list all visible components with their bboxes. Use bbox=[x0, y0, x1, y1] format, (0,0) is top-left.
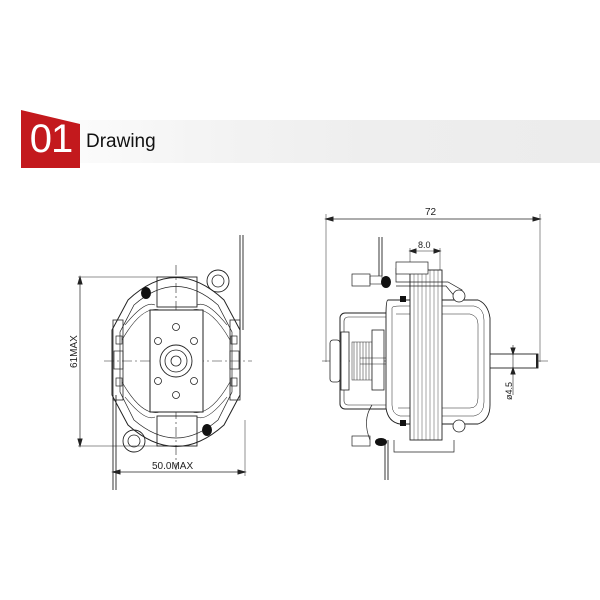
side-view: 72 8.0 ø4.5 bbox=[322, 207, 548, 480]
front-view: 61MAX 50.0MAX bbox=[69, 235, 252, 490]
section-header-strip bbox=[21, 120, 600, 163]
width-dimension-label: 50.0MAX bbox=[152, 461, 193, 472]
height-dimension-label: 61MAX bbox=[69, 335, 80, 368]
section-number: 01 bbox=[29, 117, 74, 161]
section-title: Drawing bbox=[86, 131, 156, 152]
section-number-badge bbox=[21, 110, 80, 168]
stack-dimension-label: 8.0 bbox=[418, 240, 431, 250]
length-dimension-label: 72 bbox=[425, 207, 437, 218]
shaft-diameter-label: ø4.5 bbox=[504, 382, 514, 400]
